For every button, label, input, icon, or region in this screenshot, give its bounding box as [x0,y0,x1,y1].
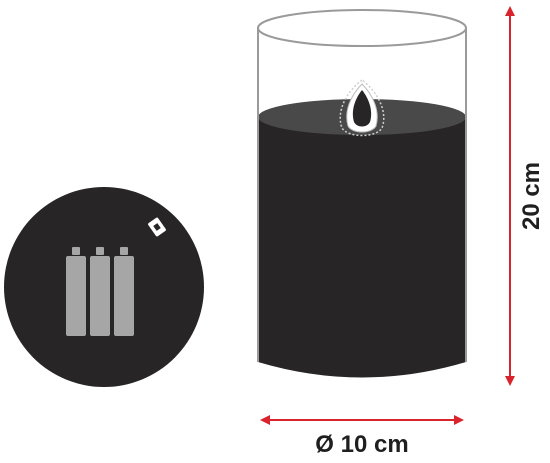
candle-body [258,117,466,378]
flame-icon [339,79,385,137]
remote-control-icon [148,217,166,237]
glass-outline [257,9,467,362]
flame-core [352,90,372,127]
diameter-dimension: Ø 10 cm [260,415,464,458]
battery-cell-1 [66,256,86,336]
battery-cell-1-cap [72,247,80,255]
glass-rim [257,9,467,47]
battery-cell-3-cap [120,247,128,255]
battery-icon [66,247,134,336]
height-dimension: 20 cm [505,6,545,386]
battery-cell-2 [90,256,110,336]
battery-cell-3 [114,256,134,336]
height-label: 20 cm [518,162,545,230]
diameter-label: Ø 10 cm [315,431,408,458]
battery-badge [4,187,204,387]
candle [257,9,467,378]
flame-glow-outline [339,79,385,137]
battery-cell-2-cap [96,247,104,255]
